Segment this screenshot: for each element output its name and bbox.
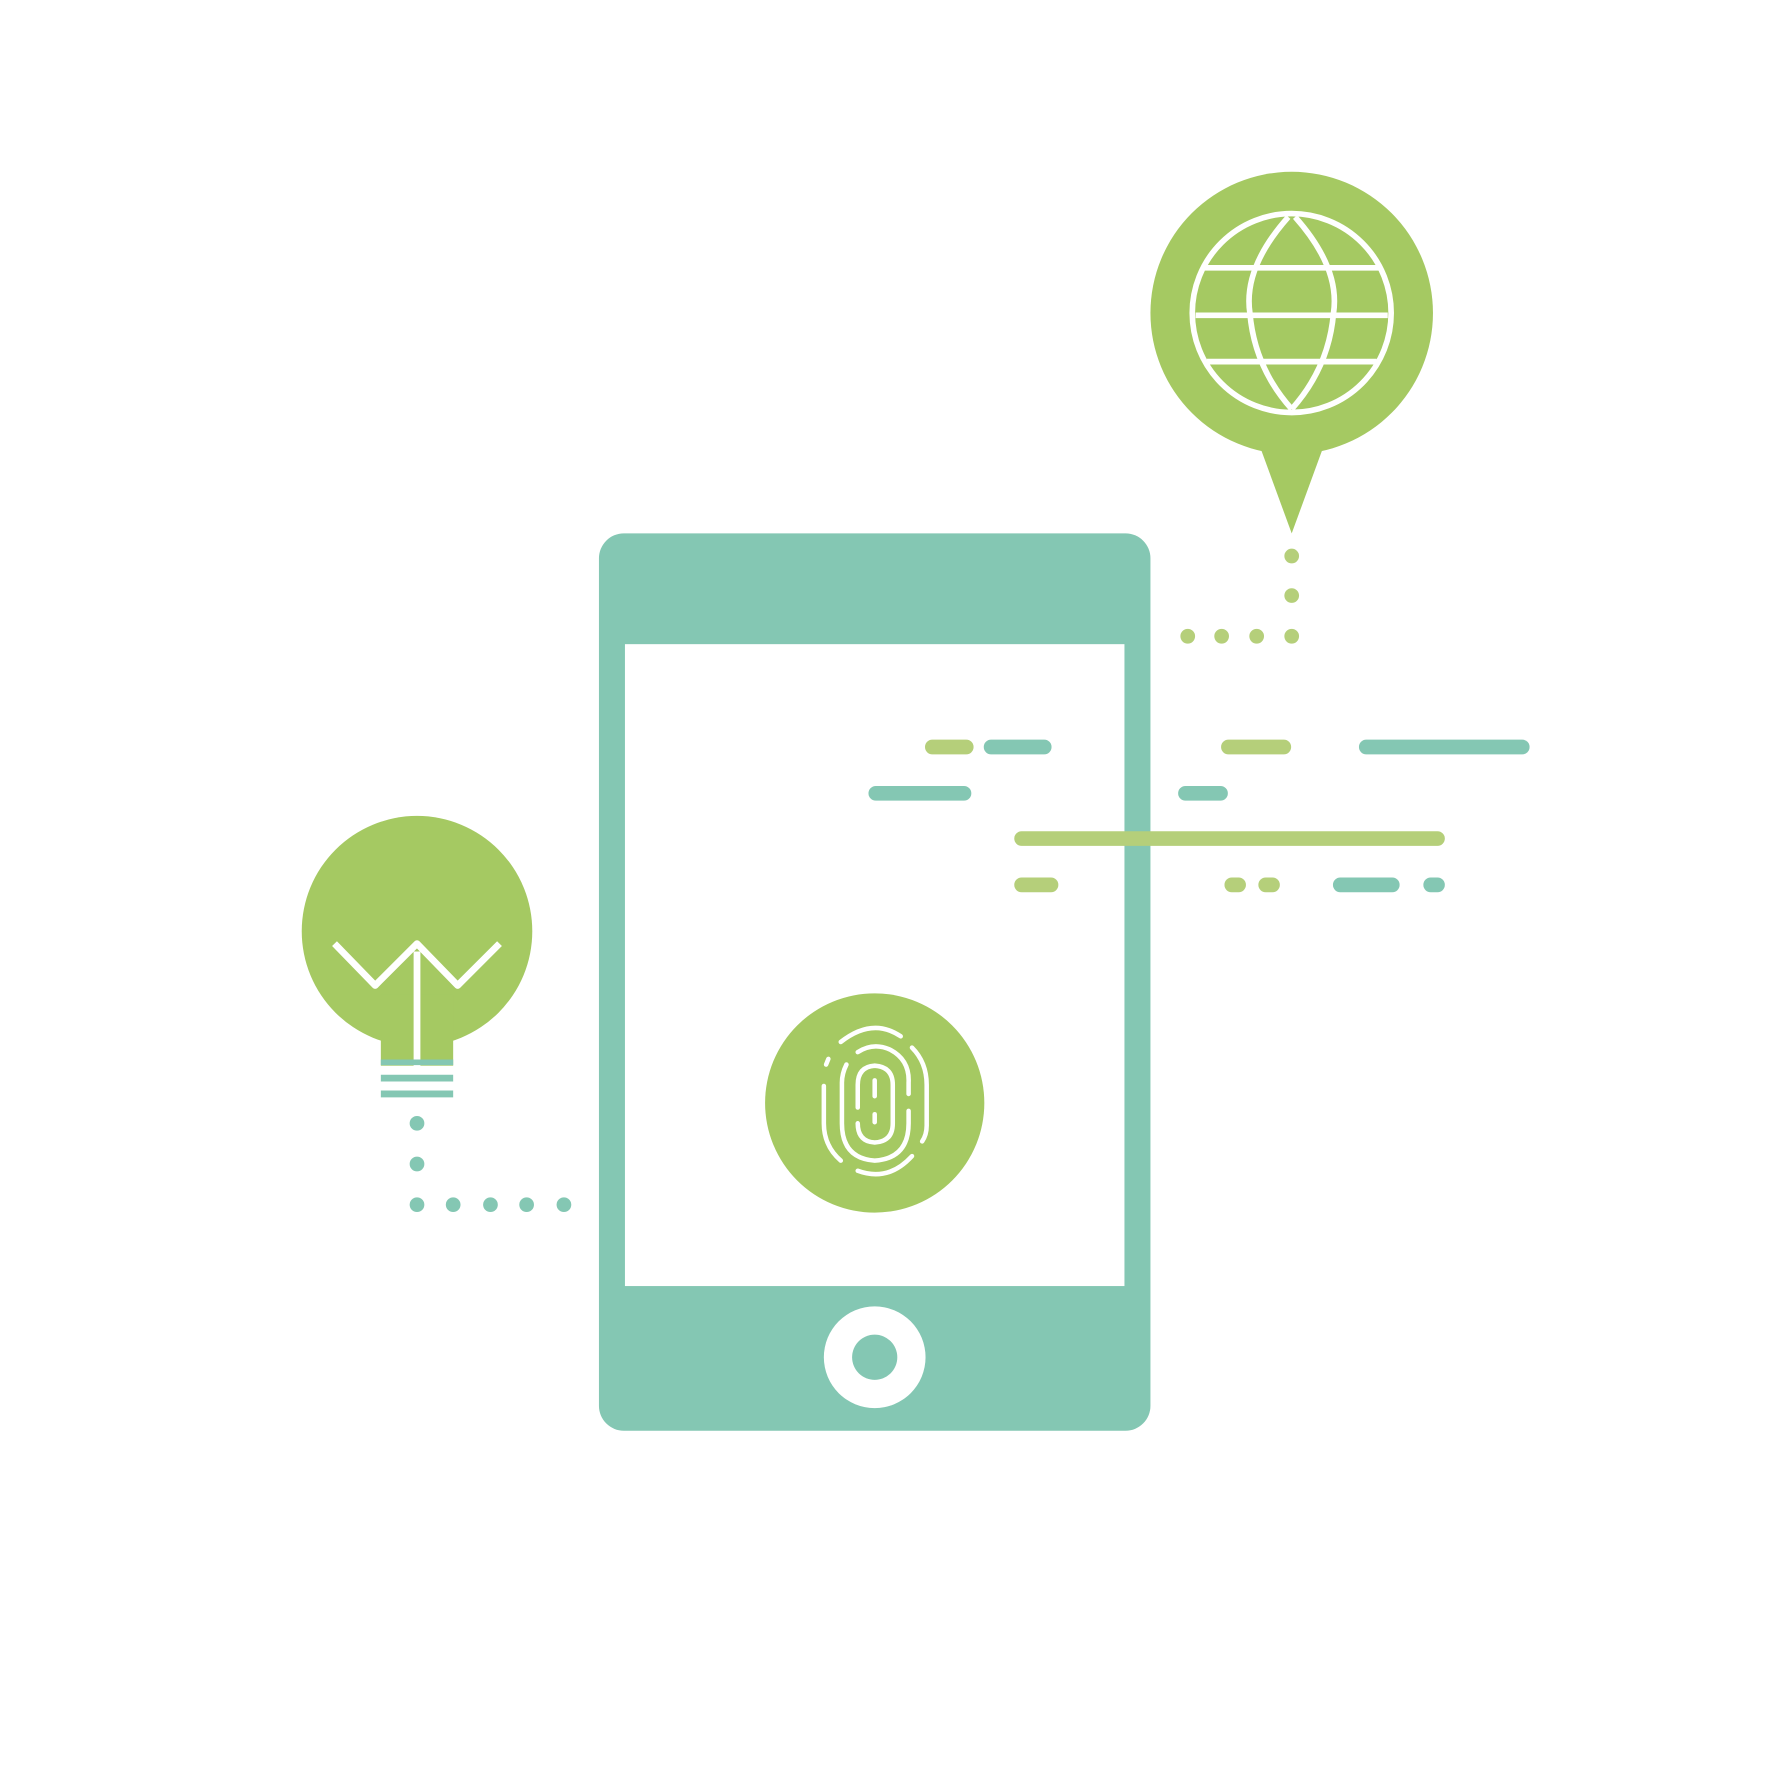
home-button-icon xyxy=(823,1306,926,1409)
globe-icon xyxy=(1189,210,1394,416)
pin-connector-dots xyxy=(1180,548,1300,644)
lightbulb-icon xyxy=(301,815,533,1098)
bulb-connector-dots xyxy=(409,1115,572,1213)
fingerprint-icon xyxy=(765,993,985,1213)
globe-pin-icon xyxy=(1150,171,1433,534)
data-stream-lines xyxy=(868,739,1530,893)
tablet-icon xyxy=(598,533,1151,1431)
